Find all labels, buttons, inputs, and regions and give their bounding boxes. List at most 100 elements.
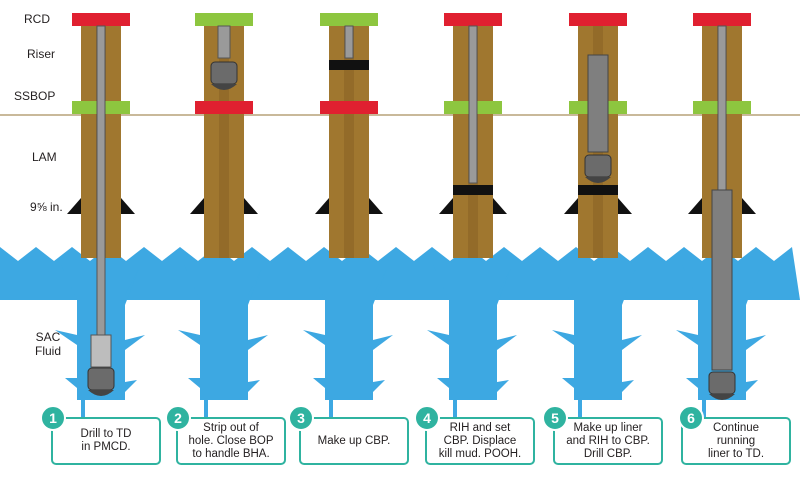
step-text: Make up CBP. [317,434,391,447]
casing-shoe-left [315,198,329,214]
drill-pipe [344,25,354,59]
fracture [248,335,268,350]
casing-shoe-right [742,198,756,214]
well-2 [178,13,268,420]
fracture [178,330,200,345]
ssbop-label: SSBOP [14,89,56,103]
drill-pipe [717,25,727,191]
borehole-fluid [574,290,622,400]
step-box-3: Make up CBP. [299,417,409,465]
step-number-badge: 4 [414,405,440,431]
drill-bit [210,61,238,85]
drill-bit [584,154,612,178]
drill-bit [87,367,115,391]
fracture [497,268,511,305]
fracture [437,378,449,388]
fracture [497,380,509,392]
casing-shoe-left [564,198,578,214]
drill-bit-tip [585,177,611,183]
fracture [746,380,758,392]
casing-shoe-left [190,198,204,214]
fracture [61,265,77,300]
bha-collar [90,334,112,368]
step-box-4: RIH and set CBP. Displace kill mud. POOH… [425,417,535,465]
riser-bore [344,18,354,258]
step-number-badge: 3 [288,405,314,431]
step-text: Drill to TD in PMCD. [80,428,132,453]
riser-label: Riser [27,47,56,61]
cbp-plug [578,185,618,195]
sac-fluid-band [0,247,800,300]
sac-fluid-label: SAC Fluid [35,330,62,358]
drill-bit [708,371,736,395]
step-number-badge: 5 [542,405,568,431]
drill-bit-tip [211,84,237,90]
cbp-plug [453,185,493,195]
well-1 [55,13,145,420]
well-3 [303,13,393,420]
fracture [303,330,325,345]
sac-fluid-layer [0,247,800,300]
step-box-2: Strip out of hole. Close BOP to handle B… [176,417,286,465]
casing-shoe-right [369,198,383,214]
wells-layer [55,13,766,420]
fracture [65,378,77,388]
fracture [746,268,760,305]
step-box-5: Make up liner and RIH to CBP. Drill CBP. [553,417,663,465]
rcd-label: RCD [24,12,50,26]
casing-shoe-right [618,198,632,214]
rcd-preventer [444,13,502,26]
fracture [313,378,325,388]
well-4 [427,13,517,420]
fracture [427,330,449,345]
casing-shoe-left [439,198,453,214]
step-number-badge: 6 [678,405,704,431]
borehole-fluid [325,290,373,400]
casing-size-label: 9⅝ in. [30,200,63,214]
fracture [373,335,393,350]
rcd-preventer [693,13,751,26]
rcd-preventer [569,13,627,26]
drill-pipe [217,25,231,59]
fracture [686,378,698,388]
fracture [55,330,77,345]
fracture [622,335,642,350]
fracture [373,380,385,392]
drill-bit-tip [88,390,114,396]
fracture [497,335,517,350]
fracture [622,268,636,305]
casing-shoe-right [493,198,507,214]
step-text: Strip out of hole. Close BOP to handle B… [188,421,274,460]
fracture [309,265,325,300]
casing-shoe-right [244,198,258,214]
rcd-preventer [195,13,253,26]
liner [587,54,609,153]
fracture [248,268,262,305]
well-6 [676,13,766,420]
fracture [125,268,139,305]
rcd-preventer [320,13,378,26]
casing-shoe-left [67,198,81,214]
drill-pipe [96,25,106,336]
fracture [552,330,574,345]
step-box-1: Drill to TD in PMCD. [51,417,161,465]
borehole-fluid [200,290,248,400]
step-text: RIH and set CBP. Displace kill mud. POOH… [438,421,522,460]
fracture [676,330,698,345]
casing-shoe-right [121,198,135,214]
cbp-plug [329,60,369,70]
drill-bit-tip [709,394,735,400]
liner [711,189,733,371]
ssbop-preventer [195,101,253,114]
fracture [184,265,200,300]
well-5 [552,13,642,420]
fracture [188,378,200,388]
fracture [746,335,766,350]
step-number-badge: 1 [40,405,66,431]
casing-shoe-left [688,198,702,214]
borehole-fluid [449,290,497,400]
fracture [622,380,634,392]
lam-label: LAM [32,150,57,164]
step-number-badge: 2 [165,405,191,431]
